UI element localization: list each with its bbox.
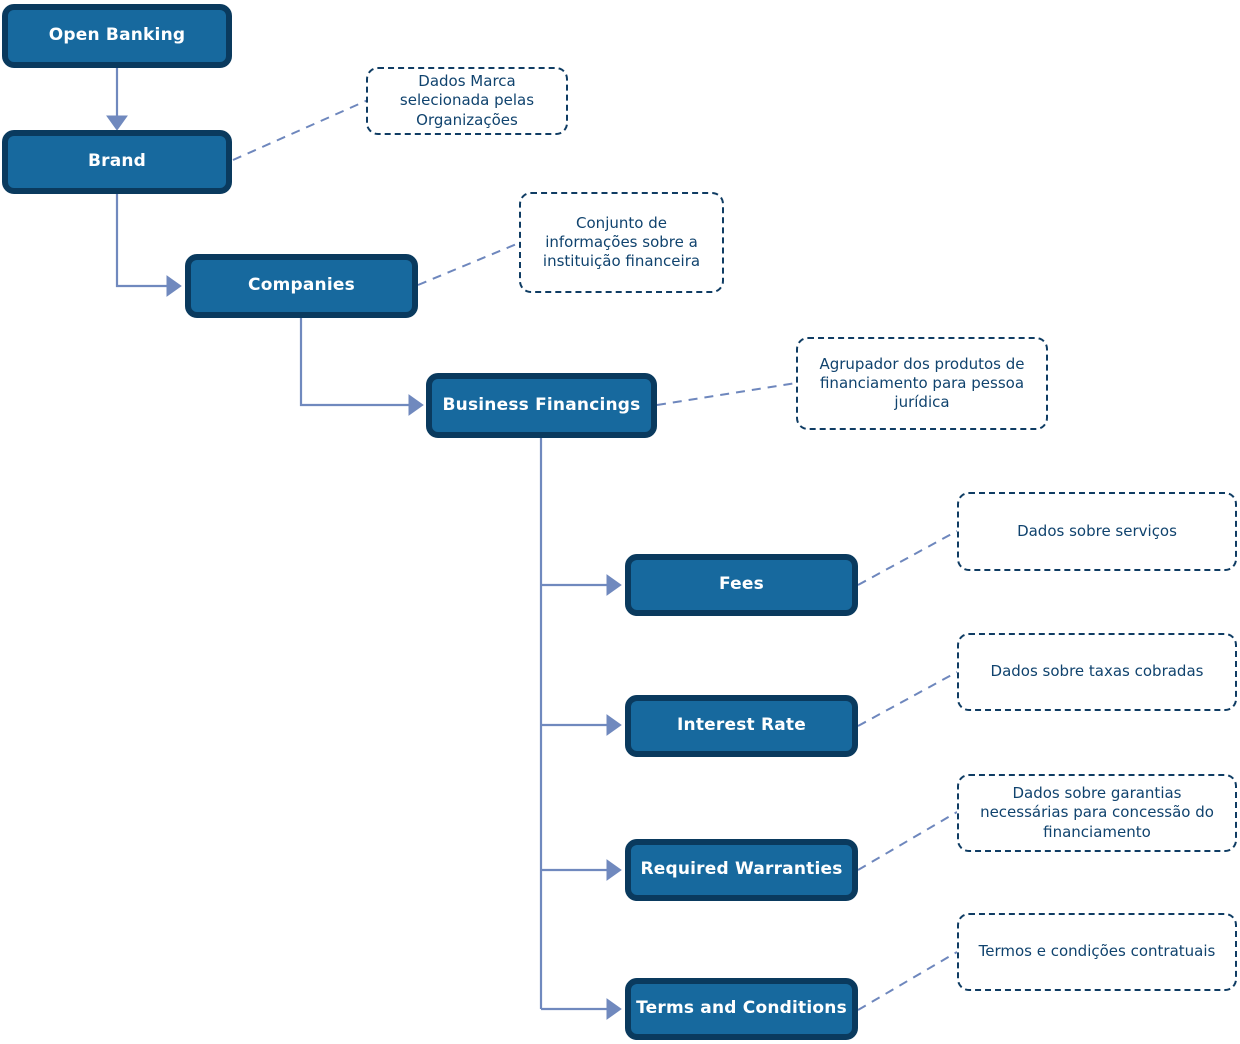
node-label: Interest Rate <box>677 715 806 736</box>
note-business-financings: Agrupador dos produtos de financiamento … <box>796 337 1048 430</box>
node-label: Required Warranties <box>640 859 843 880</box>
note-text: Dados sobre serviços <box>1017 521 1177 540</box>
node-label: Business Financings <box>442 394 641 415</box>
note-text: Dados Marca selecionada pelas Organizaçõ… <box>399 72 535 129</box>
note-text: Termos e condições contratuais <box>978 942 1216 961</box>
node-terms-and-conditions[interactable]: Terms and Conditions <box>625 978 858 1040</box>
node-business-financings[interactable]: Business Financings <box>426 373 657 438</box>
note-required-warranties: Dados sobre garantias necessárias para c… <box>957 774 1237 852</box>
note-text: Dados sobre garantias necessárias para c… <box>980 784 1214 841</box>
node-required-warranties[interactable]: Required Warranties <box>625 839 858 901</box>
node-brand[interactable]: Brand <box>2 130 232 194</box>
note-text: Agrupador dos produtos de financiamento … <box>819 354 1025 412</box>
node-open-banking[interactable]: Open Banking <box>2 4 232 68</box>
node-label: Companies <box>248 275 355 296</box>
node-interest-rate[interactable]: Interest Rate <box>625 695 858 757</box>
note-text: Conjunto de informações sobre a institui… <box>542 213 701 271</box>
node-companies[interactable]: Companies <box>185 254 418 318</box>
note-interest-rate: Dados sobre taxas cobradas <box>957 633 1237 711</box>
note-companies: Conjunto de informações sobre a institui… <box>519 192 724 293</box>
node-label: Open Banking <box>48 25 186 46</box>
note-terms-and-conditions: Termos e condições contratuais <box>957 913 1237 991</box>
note-brand: Dados Marca selecionada pelas Organizaçõ… <box>366 67 568 135</box>
note-fees: Dados sobre serviços <box>957 492 1237 571</box>
node-fees[interactable]: Fees <box>625 554 858 616</box>
node-label: Terms and Conditions <box>636 998 847 1019</box>
node-label: Fees <box>719 574 764 595</box>
note-text: Dados sobre taxas cobradas <box>990 662 1204 681</box>
node-label: Brand <box>87 151 147 172</box>
